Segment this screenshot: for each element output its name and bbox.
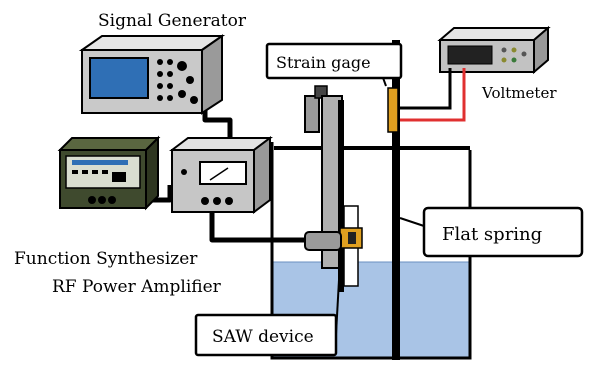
voltmeter [437, 25, 551, 75]
callout-strain-gage: Strain gage [265, 42, 403, 87]
label-saw-device: SAW device [212, 327, 314, 347]
signal-generator-screen [89, 57, 149, 99]
rf-power-amplifier [169, 136, 273, 214]
function-synthesizer [57, 135, 161, 211]
callout-saw-device: SAW device [194, 261, 341, 357]
flat-spring [392, 40, 400, 360]
sample-holder [304, 85, 344, 292]
connector-clamp [304, 231, 342, 251]
amplifier-meter [199, 161, 247, 185]
label-signal-generator: Signal Generator [98, 11, 247, 31]
voltmeter-wires [400, 68, 466, 122]
signal-generator [78, 34, 226, 115]
label-flat-spring: Flat spring [442, 224, 542, 245]
strain-gage-element [387, 87, 399, 133]
label-rf-power-amplifier: RF Power Amplifier [52, 277, 222, 297]
saw-device [339, 205, 363, 287]
label-voltmeter: Voltmeter [481, 84, 557, 102]
label-strain-gage: Strain gage [276, 53, 371, 72]
callout-flat-spring: Flat spring [399, 206, 584, 258]
label-function-synthesizer: Function Synthesizer [14, 249, 198, 269]
